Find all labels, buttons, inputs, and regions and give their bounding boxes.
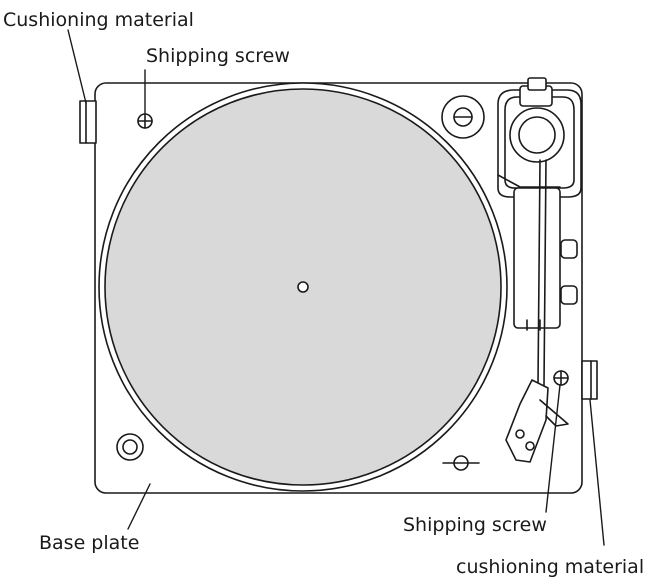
adapter-holder xyxy=(441,95,485,139)
leader-line-base-plate xyxy=(127,483,151,530)
label-cushioning-top: Cushioning material xyxy=(3,9,194,31)
label-shipping-screw-top: Shipping screw xyxy=(146,45,290,67)
leader-line-screw-bottom xyxy=(545,384,561,513)
cushioning-block-top-left xyxy=(79,100,97,144)
cushioning-block-right xyxy=(581,360,598,400)
corner-knob xyxy=(116,433,144,461)
spindle xyxy=(297,281,309,293)
shipping-screw-bottom-icon xyxy=(553,370,569,386)
label-cushioning-bottom: cushioning material xyxy=(456,556,645,578)
tonearm-assembly xyxy=(497,77,582,463)
shipping-screw-top-icon xyxy=(137,113,153,129)
stroboscope-marker xyxy=(442,455,480,471)
label-base-plate: Base plate xyxy=(39,532,140,554)
leader-line-cushioning-bottom xyxy=(589,399,605,546)
platter xyxy=(98,82,508,492)
leader-line-cushioning-top xyxy=(67,29,87,104)
label-shipping-screw-bottom: Shipping screw xyxy=(403,514,547,536)
